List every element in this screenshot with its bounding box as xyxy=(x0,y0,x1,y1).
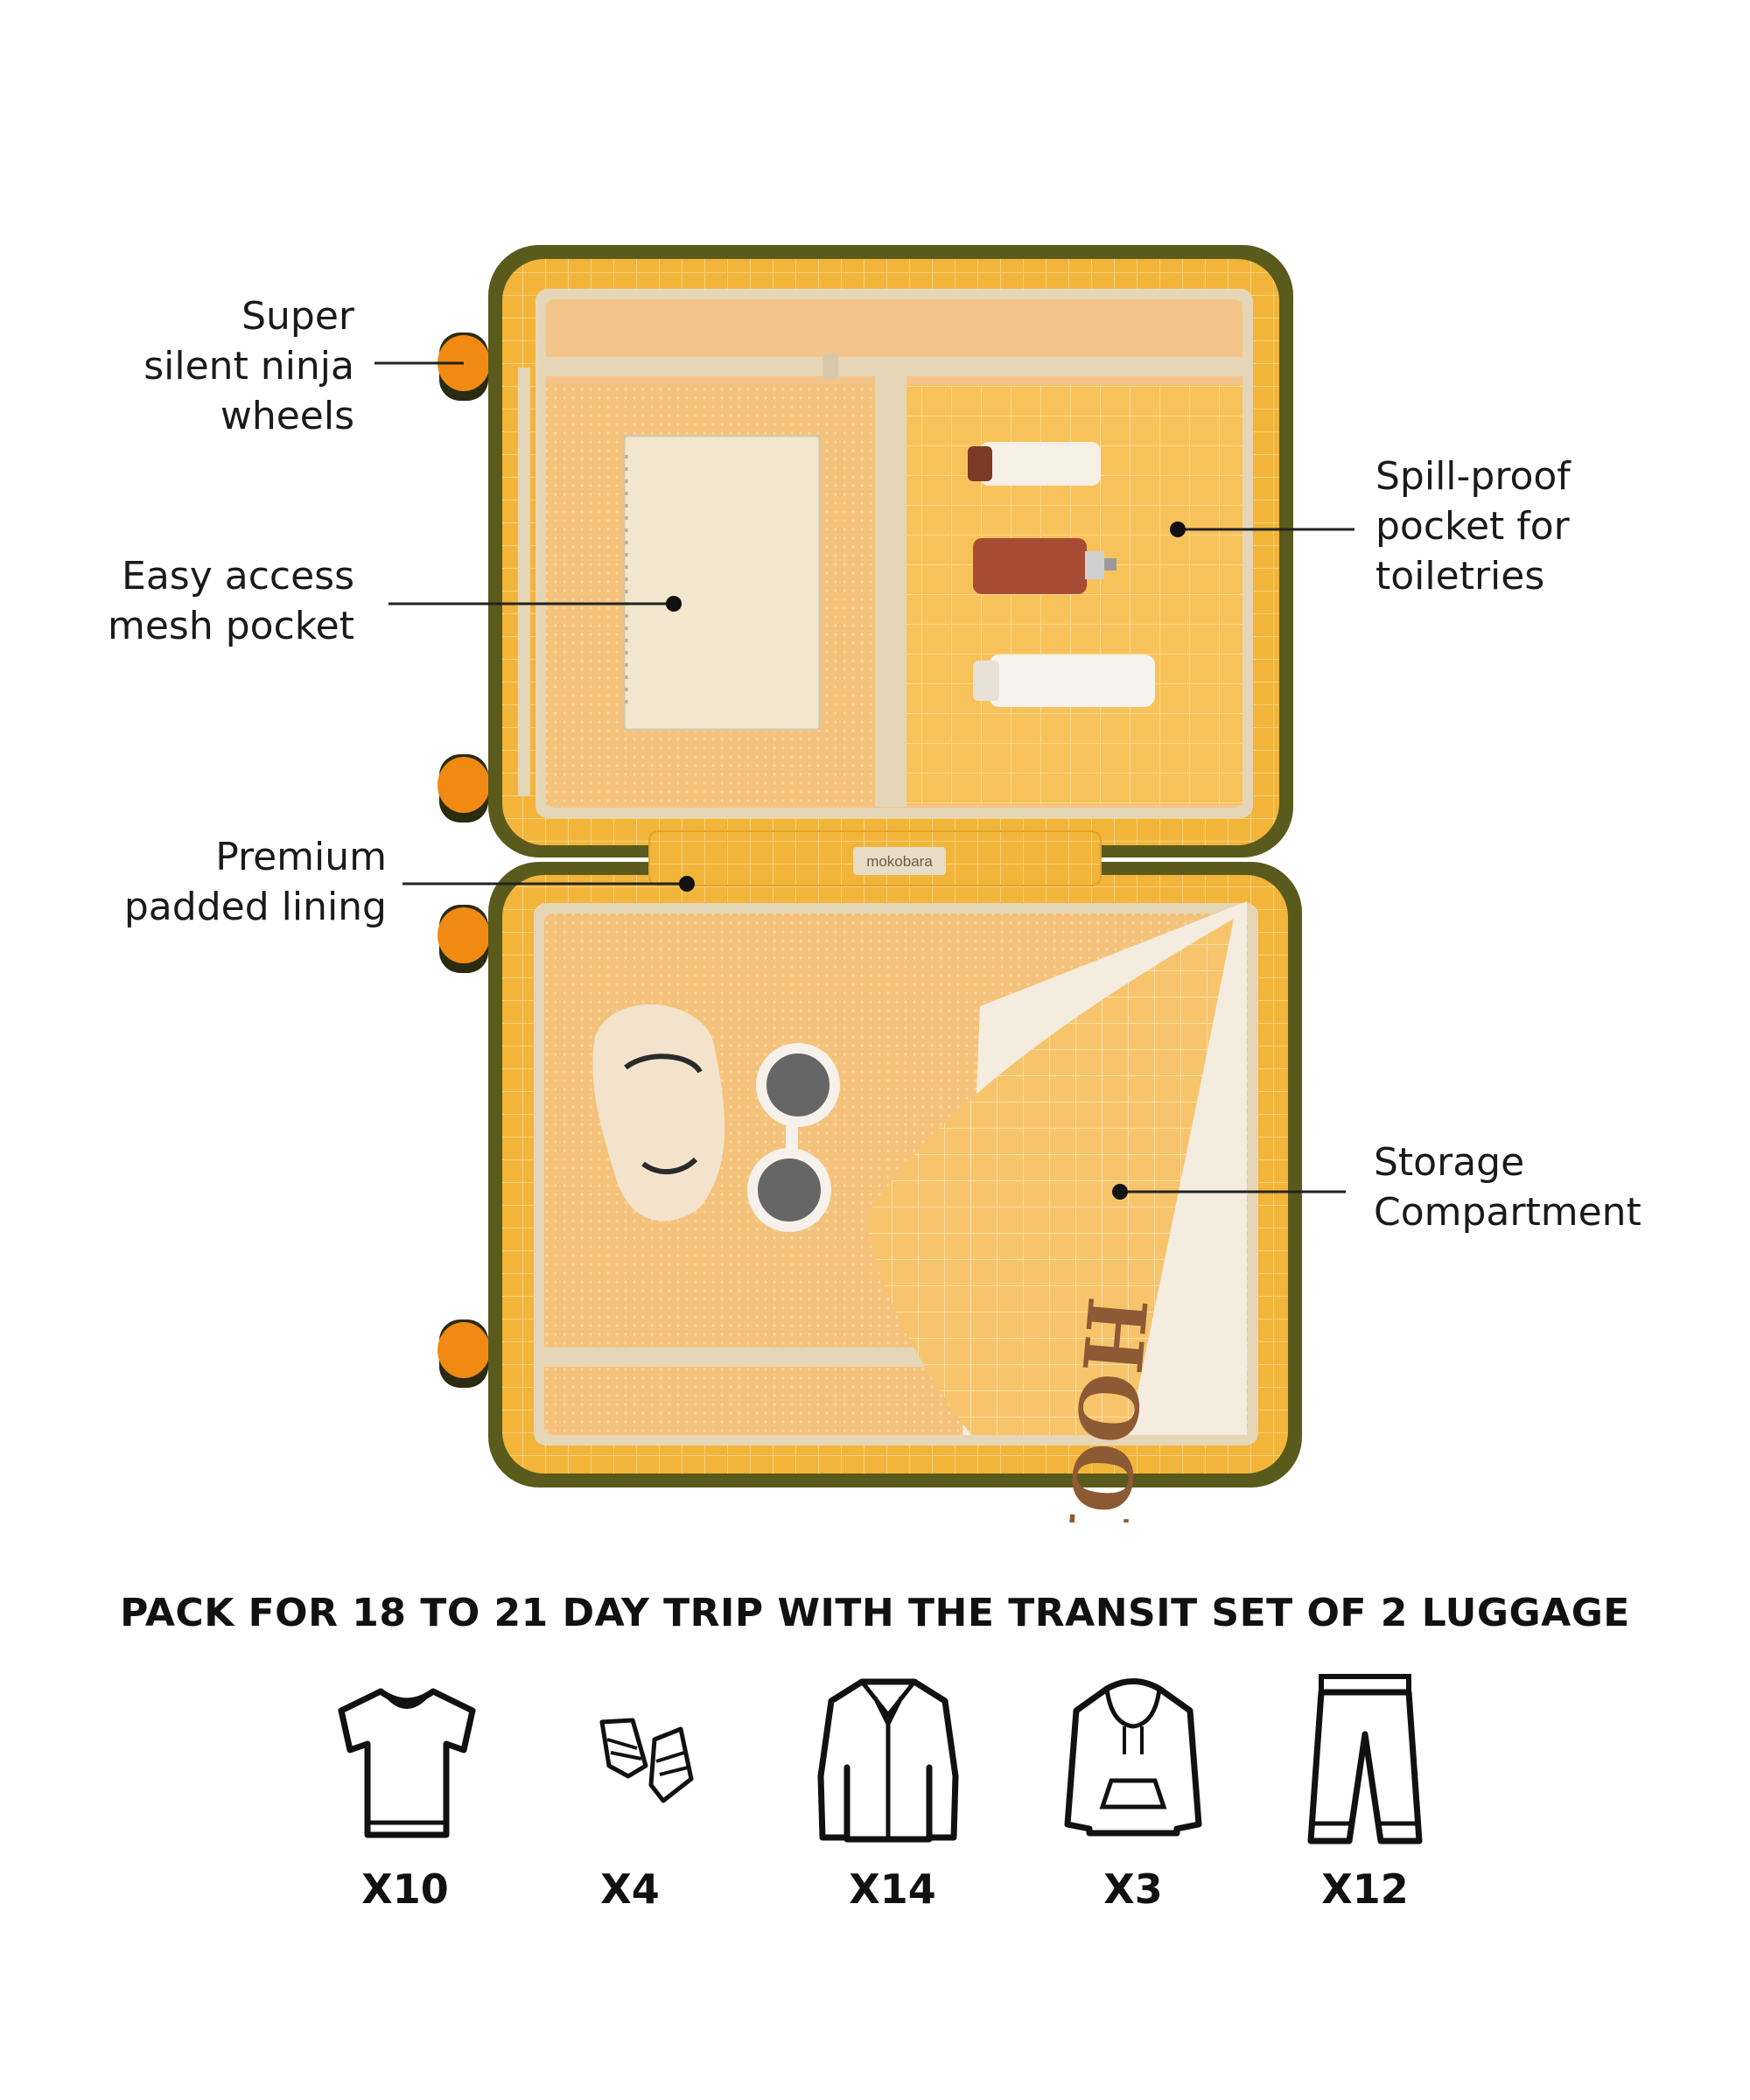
packing-headline: PACK FOR 18 TO 21 DAY TRIP WITH THE TRAN… xyxy=(120,1591,1630,1635)
callout-padded-lining: Premium padded lining xyxy=(70,832,387,932)
suitcase-illustration: mokobara HOOD xyxy=(438,245,1302,1522)
callout-line: toiletries xyxy=(1376,554,1545,598)
toiletry-bottle-icon xyxy=(973,538,1116,594)
callout-line: Easy access xyxy=(122,554,354,598)
toiletry-tube-icon xyxy=(968,442,1101,486)
eye-mask-icon xyxy=(592,1004,725,1222)
shirt-icon xyxy=(817,1678,959,1843)
callout-line: mesh pocket xyxy=(107,604,354,648)
callout-line: Premium xyxy=(215,835,387,879)
wheel-icon xyxy=(438,754,490,822)
callout-line: wheels xyxy=(220,394,354,438)
count-trousers: X12 xyxy=(1321,1866,1409,1913)
sunglasses-icon xyxy=(747,1043,840,1232)
count-shirts: X14 xyxy=(849,1866,936,1913)
trousers-icon xyxy=(1307,1674,1423,1844)
callout-line: Spill-proof xyxy=(1376,454,1571,499)
callout-storage: Storage Compartment xyxy=(1374,1138,1724,1237)
wheel-icon xyxy=(438,1320,490,1388)
callout-lines xyxy=(374,361,1354,1200)
hoodie-icon xyxy=(1064,1678,1202,1837)
callout-line: Compartment xyxy=(1374,1190,1642,1235)
callout-line: padded lining xyxy=(123,885,387,929)
count-hoodies: X3 xyxy=(1103,1866,1163,1913)
sneakers-icon xyxy=(599,1718,694,1803)
wheel-icon xyxy=(438,905,490,973)
count-tshirts: X10 xyxy=(361,1866,449,1913)
toiletry-tube-icon xyxy=(973,654,1155,707)
tshirt-icon xyxy=(338,1688,476,1838)
callout-line: pocket for xyxy=(1376,504,1570,549)
storage-compartment: HOOD xyxy=(866,901,1247,1522)
callout-mesh-pocket: Easy access mesh pocket xyxy=(52,551,354,651)
callout-spill-proof: Spill-proof pocket for toiletries xyxy=(1376,452,1708,601)
callout-line: silent ninja xyxy=(144,344,354,388)
callout-line: Super xyxy=(242,294,354,339)
brand-tag: mokobara xyxy=(866,853,933,870)
callout-line: Storage xyxy=(1374,1140,1525,1185)
callout-wheels: Super silent ninja wheels xyxy=(88,291,354,441)
count-sneakers: X4 xyxy=(600,1866,660,1913)
